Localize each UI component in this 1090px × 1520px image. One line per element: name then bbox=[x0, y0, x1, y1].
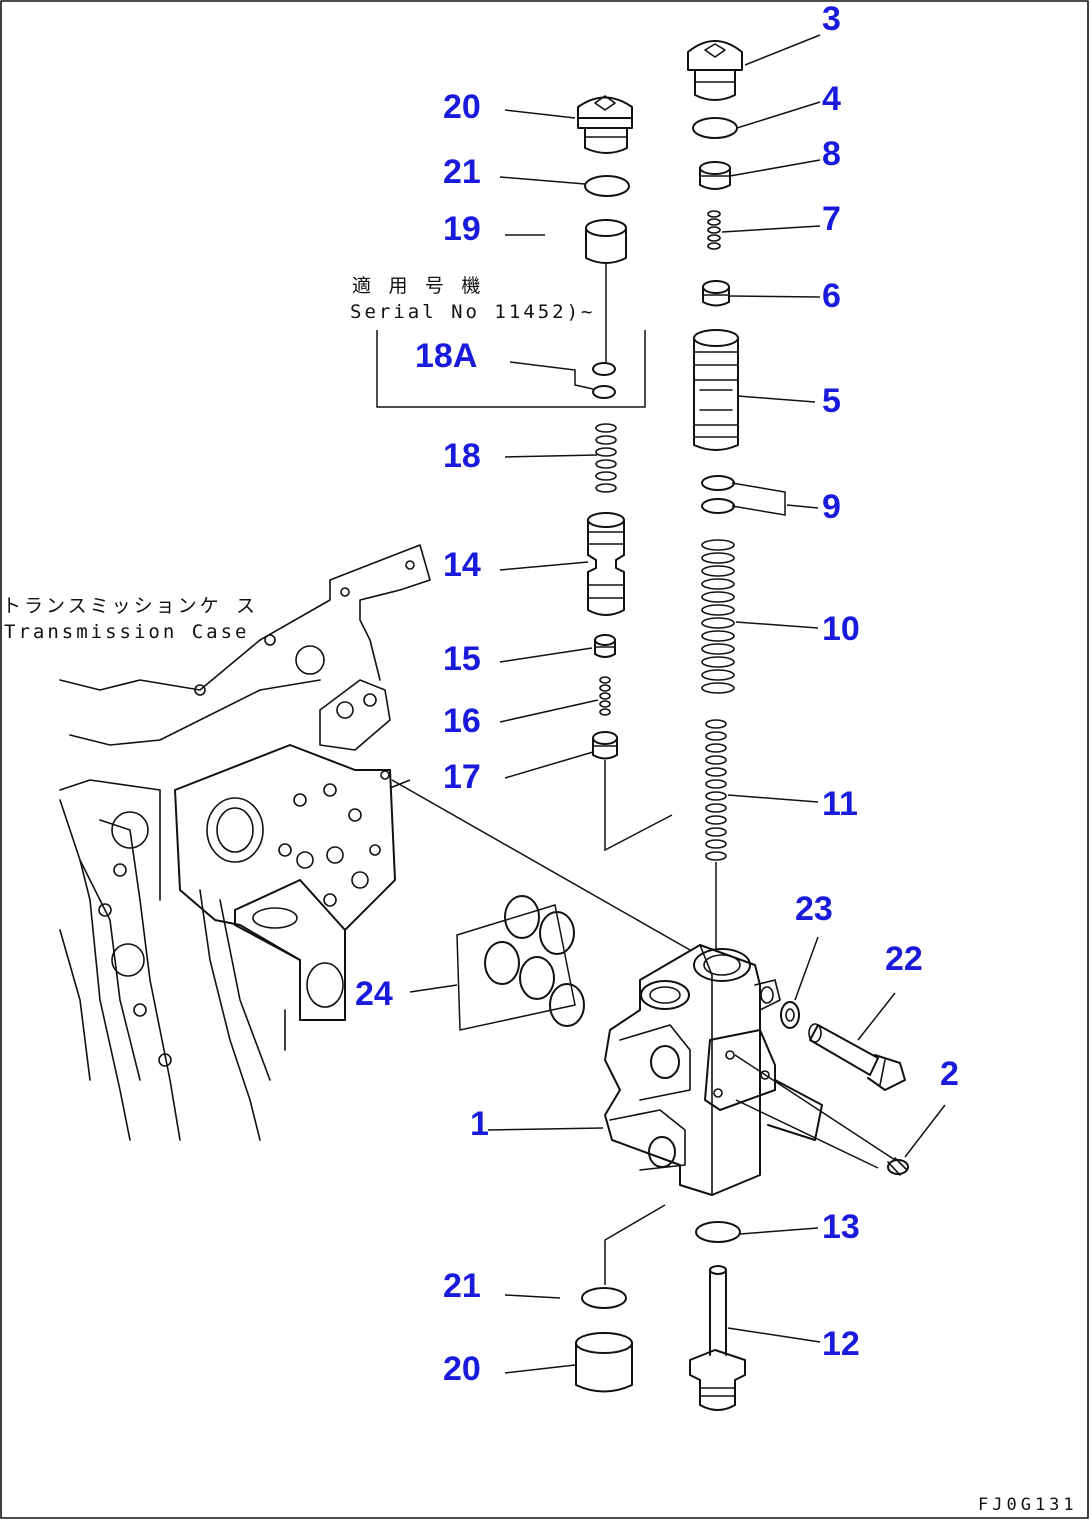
part-13-o-ring bbox=[695, 1221, 741, 1243]
part-10-spring bbox=[701, 539, 735, 694]
callout-3: 3 bbox=[822, 0, 841, 38]
part-20-plug-bottom bbox=[575, 1332, 633, 1393]
callout-23: 23 bbox=[795, 890, 833, 928]
drawing-code: FJ0G131 bbox=[978, 1495, 1078, 1515]
callout-21-top: 21 bbox=[443, 153, 481, 191]
serial-note-english: Serial No 11452)~ bbox=[350, 301, 595, 323]
part-22-bolt bbox=[808, 1023, 906, 1091]
callout-6: 6 bbox=[822, 277, 841, 315]
part-12-stem-plug bbox=[689, 1265, 746, 1411]
callout-7: 7 bbox=[822, 200, 841, 238]
part-4-o-ring bbox=[692, 117, 738, 139]
callout-1: 1 bbox=[470, 1105, 489, 1143]
callout-15: 15 bbox=[443, 640, 481, 678]
part-7-spring bbox=[707, 210, 721, 250]
callout-4: 4 bbox=[822, 80, 841, 118]
callout-2: 2 bbox=[940, 1055, 959, 1093]
part-11-spring bbox=[705, 719, 727, 861]
transmission-case-label-japanese: トランスミッションケ ス bbox=[2, 595, 258, 617]
part-23-washer bbox=[780, 1001, 800, 1029]
callout-24: 24 bbox=[355, 975, 393, 1013]
callout-9: 9 bbox=[822, 488, 841, 526]
part-9-o-rings bbox=[701, 475, 786, 516]
part-21-o-ring-top bbox=[584, 175, 630, 197]
callout-11: 11 bbox=[822, 785, 858, 823]
callout-18a: 18A bbox=[415, 337, 477, 375]
part-6-seat bbox=[702, 280, 730, 307]
part-8-retainer bbox=[699, 161, 731, 190]
part-18a-o-ring-upper bbox=[592, 362, 616, 376]
callout-20-top: 20 bbox=[443, 88, 481, 126]
callout-14: 14 bbox=[443, 546, 481, 584]
part-18-spring bbox=[595, 423, 617, 493]
callout-5: 5 bbox=[822, 382, 841, 420]
transmission-case-drawing bbox=[59, 544, 431, 1141]
serial-note-japanese: 適 用 号 機 bbox=[352, 275, 483, 297]
serial-note-bracket bbox=[376, 330, 646, 408]
callout-10: 10 bbox=[822, 610, 860, 648]
part-19-cap bbox=[585, 219, 627, 264]
part-3-plug bbox=[687, 40, 743, 101]
part-16-small-spring bbox=[599, 676, 611, 716]
callout-18: 18 bbox=[443, 437, 481, 475]
part-20-plug-top bbox=[577, 95, 633, 154]
leader-lines bbox=[389, 34, 946, 1374]
callout-19: 19 bbox=[443, 210, 481, 248]
transmission-case-label-english: Transmission Case bbox=[4, 621, 249, 643]
callout-21-bottom: 21 bbox=[443, 1267, 481, 1305]
part-1-valve-body bbox=[604, 944, 823, 1196]
part-15-small-plug bbox=[594, 634, 616, 658]
callout-17: 17 bbox=[443, 758, 481, 796]
part-18a-o-ring-lower bbox=[592, 385, 616, 399]
part-14-spool bbox=[587, 512, 625, 616]
part-17-plug bbox=[592, 731, 618, 760]
part-24-o-ring-set bbox=[456, 895, 585, 1031]
part-5-valve-spool bbox=[693, 329, 739, 451]
callout-12: 12 bbox=[822, 1325, 860, 1363]
callout-16: 16 bbox=[443, 702, 481, 740]
callout-8: 8 bbox=[822, 135, 841, 173]
callout-20-bottom: 20 bbox=[443, 1350, 481, 1388]
part-21-o-ring-bottom bbox=[581, 1287, 627, 1309]
part-2-bolt bbox=[887, 1157, 909, 1176]
callout-22: 22 bbox=[885, 940, 923, 978]
callout-13: 13 bbox=[822, 1208, 860, 1246]
